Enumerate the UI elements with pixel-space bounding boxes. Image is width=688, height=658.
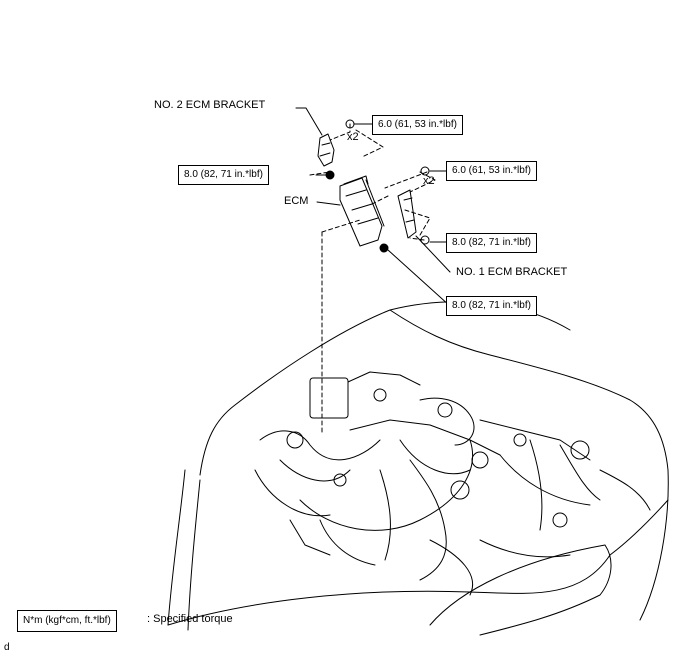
torque-spec-bottom-nut: 8.0 (82, 71 in.*lbf) — [446, 296, 537, 316]
engine-components — [254, 371, 651, 596]
quantity-x2-top: x2 — [347, 131, 359, 143]
no1-ecm-bracket-label: NO. 1 ECM BRACKET — [456, 266, 568, 278]
no1-ecm-bracket-shape — [397, 189, 417, 239]
no2-ecm-bracket-label: NO. 2 ECM BRACKET — [154, 99, 266, 111]
ecm-label: ECM — [284, 195, 309, 207]
legend-description: : Specified torque — [147, 613, 233, 625]
torque-spec-right-lower-nut: 8.0 (82, 71 in.*lbf) — [446, 233, 537, 253]
fasteners — [325, 119, 430, 253]
torque-spec-top-bolt: 6.0 (61, 53 in.*lbf) — [372, 115, 463, 135]
corner-mark: d — [4, 642, 10, 653]
alignment-dashed-lines — [309, 123, 436, 436]
label-leader-lines — [295, 107, 451, 307]
vehicle-body-outline — [167, 301, 669, 636]
torque-spec-left-nut: 8.0 (82, 71 in.*lbf) — [178, 165, 269, 185]
torque-spec-right-bolt: 6.0 (61, 53 in.*lbf) — [446, 161, 537, 181]
no2-ecm-bracket-shape — [317, 133, 335, 167]
quantity-x2-right: x2 — [423, 175, 435, 187]
legend-unit-box: N*m (kgf*cm, ft.*lbf) — [17, 610, 117, 632]
ecm-unit-shape — [339, 175, 385, 247]
